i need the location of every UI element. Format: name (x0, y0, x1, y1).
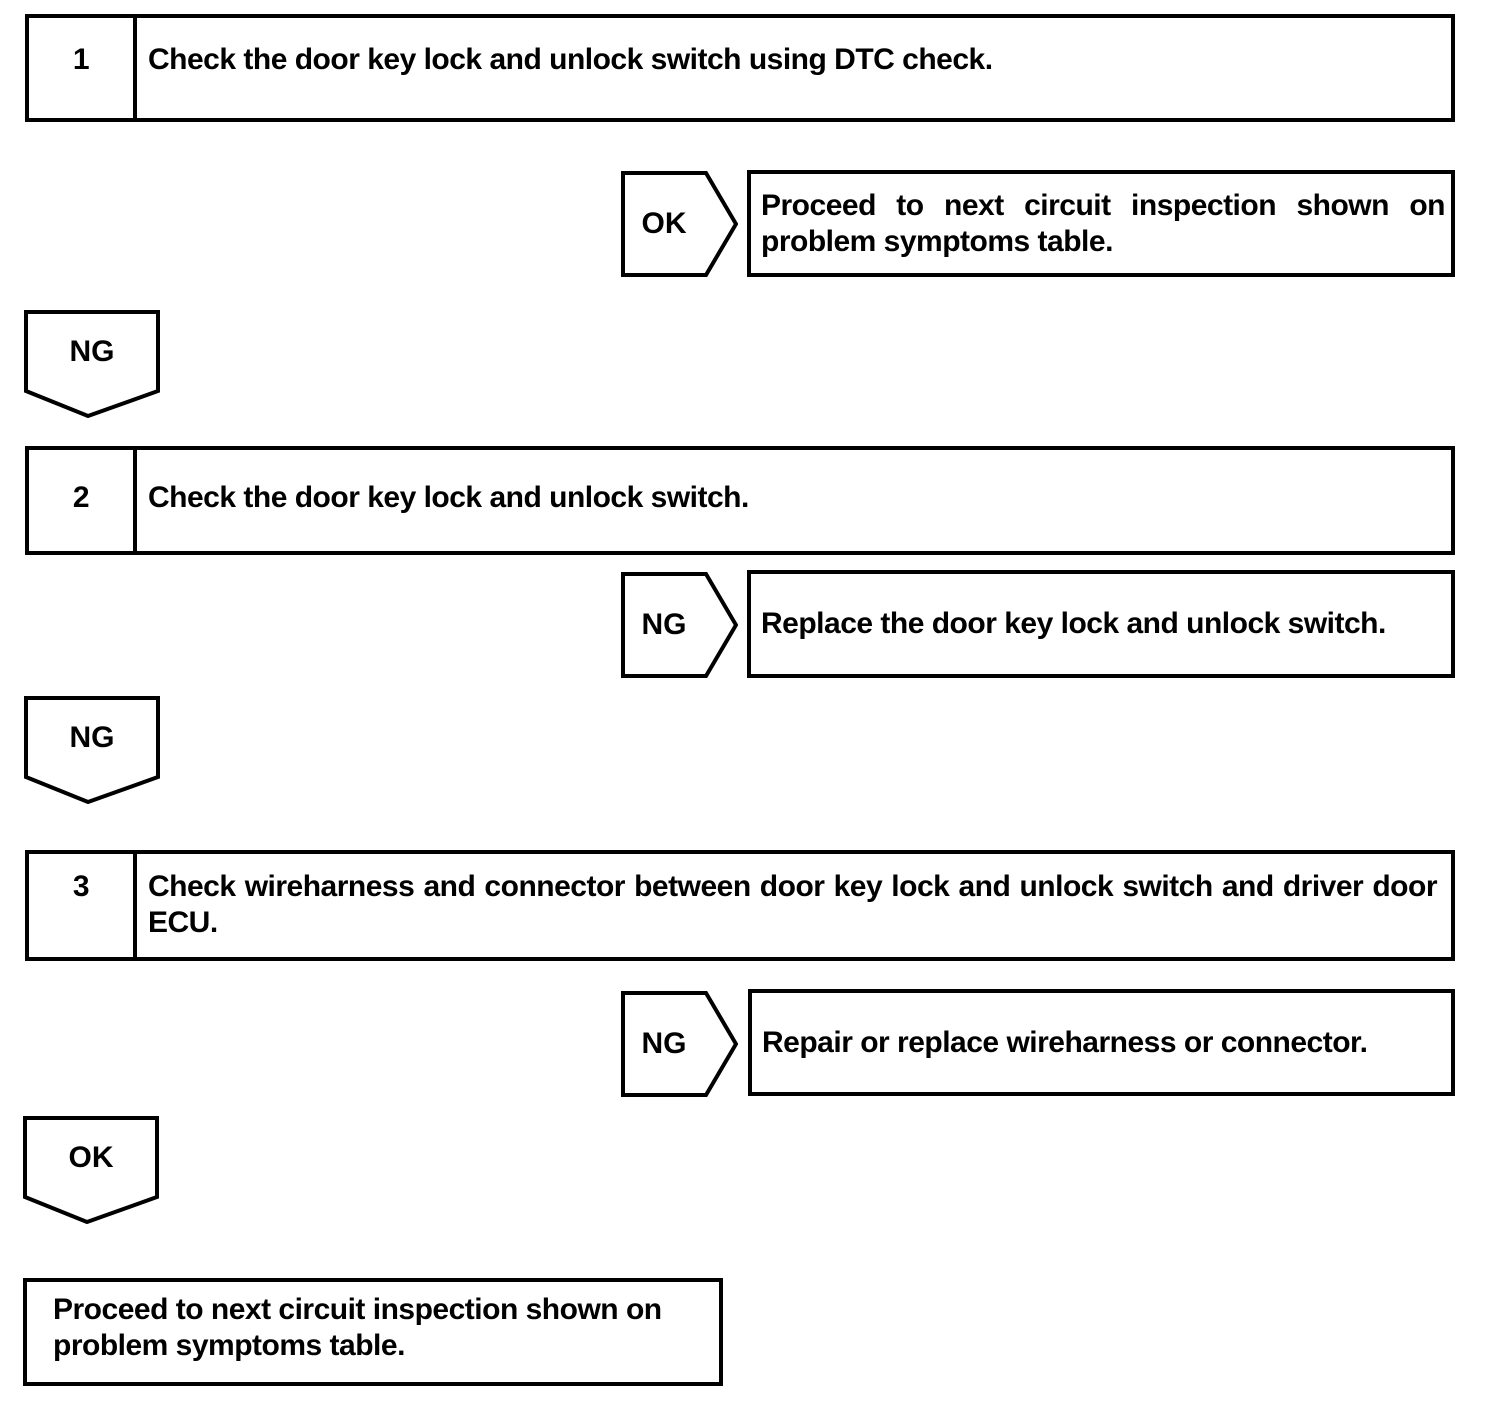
flow-connector-ng-1: NG (24, 310, 160, 418)
pentagon-arrow-down-icon (24, 310, 160, 418)
step-box-3: 3 Check wireharness and connector betwee… (25, 850, 1455, 961)
connector-label: NG (69, 334, 115, 368)
pentagon-arrow-right-icon (621, 171, 738, 277)
step-instruction: Check the door key lock and unlock switc… (148, 43, 993, 76)
step-box-2: 2 Check the door key lock and unlock swi… (25, 446, 1455, 555)
flow-connector-ng-2: NG (24, 696, 160, 804)
branch-label: NG (641, 1027, 687, 1060)
final-instruction-box: Proceed to next circuit inspection shown… (23, 1278, 723, 1386)
step-box-1: 1 Check the door key lock and unlock swi… (25, 14, 1455, 122)
pentagon-arrow-right-icon (621, 991, 738, 1097)
connector-label: OK (68, 1140, 114, 1174)
decision-branch-ok: OK (621, 171, 738, 277)
pentagon-arrow-right-icon (621, 572, 738, 678)
step-number: 2 (72, 481, 90, 514)
branch-label: OK (641, 207, 687, 240)
step-instruction: Check wireharness and connector between … (148, 870, 1438, 939)
branch-label: NG (641, 608, 687, 641)
decision-branch-ng-2: NG (621, 991, 738, 1097)
result-box-ng-2: Repair or replace wireharness or connect… (748, 989, 1455, 1096)
connector-label: NG (69, 720, 115, 754)
result-box-ok-1: Proceed to next circuit inspection shown… (747, 170, 1455, 277)
decision-branch-ng-1: NG (621, 572, 738, 678)
step-instruction: Check the door key lock and unlock switc… (148, 481, 749, 514)
step-number-cell: 2 (29, 450, 137, 551)
step-number: 3 (72, 870, 90, 903)
pentagon-arrow-down-icon (23, 1116, 159, 1224)
flow-connector-ok: OK (23, 1116, 159, 1224)
result-box-ng-1: Replace the door key lock and unlock swi… (747, 570, 1455, 678)
step-number-cell: 3 (29, 854, 137, 957)
step-number: 1 (72, 43, 90, 76)
pentagon-arrow-down-icon (24, 696, 160, 804)
step-number-cell: 1 (29, 18, 137, 118)
